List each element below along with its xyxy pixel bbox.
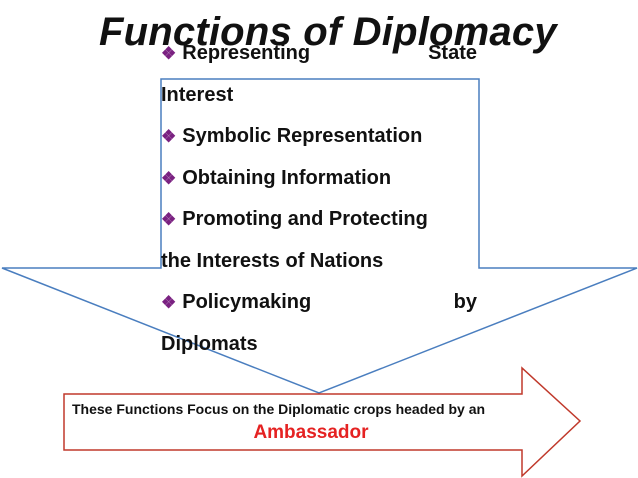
right-arrow-banner-shape [63, 366, 582, 478]
function-1-line1: ❖ Representing State [161, 33, 477, 75]
banner-text: These Functions Focus on the Diplomatic … [72, 401, 486, 417]
function-5-line1: ❖ Policymaking by [161, 282, 477, 324]
diamond-bullet-icon: ❖ [161, 210, 177, 229]
down-arrow-shape [1, 78, 638, 394]
diamond-bullet-icon: ❖ [161, 44, 177, 63]
diamond-bullet-icon: ❖ [161, 127, 177, 146]
function-5-line2: Diplomats [161, 332, 258, 355]
diamond-bullet-icon: ❖ [161, 293, 177, 312]
function-3-text: Obtaining Information [182, 166, 392, 189]
diamond-bullet-icon: ❖ [161, 168, 177, 188]
function-4-line1: ❖ Promoting and Protecting [161, 199, 477, 241]
functions-list: ❖ Representing State Interest ❖ Symbolic R… [161, 33, 477, 365]
function-4-text: Promoting and Protecting [182, 208, 428, 230]
function-1-text: Representing [182, 42, 311, 64]
function-5-tail: by [453, 291, 477, 313]
function-5-head: ❖ Policymaking [161, 282, 311, 324]
function-1-line2: Interest [161, 83, 234, 106]
banner-highlight-text: Ambassador [253, 422, 369, 443]
function-1-tail: State [428, 42, 477, 64]
function-2-text: Symbolic Representation [182, 125, 423, 147]
function-2-line1: ❖ Symbolic Representation [161, 116, 477, 158]
function-3-line1: ❖Obtaining Information [161, 158, 477, 200]
slide-title: Functions of Diplomacy [99, 10, 557, 54]
function-5-text: Policymaking [182, 291, 312, 313]
function-4-line2: the Interests of Nations [161, 249, 384, 272]
function-1-head: ❖ Representing [161, 33, 310, 75]
